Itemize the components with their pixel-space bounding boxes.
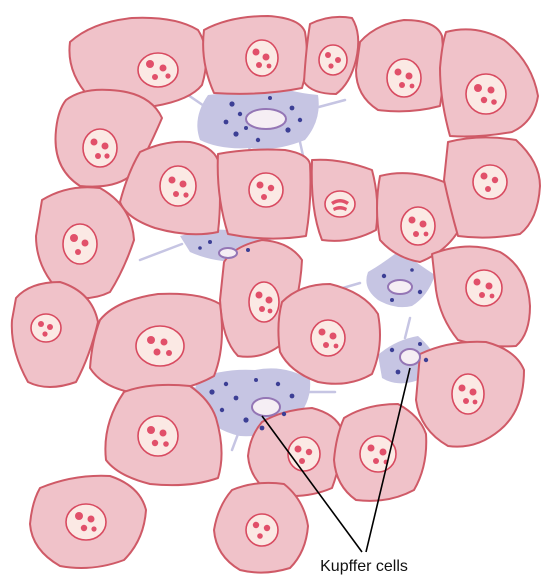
granule — [390, 348, 394, 352]
granule — [396, 370, 401, 375]
granule — [290, 106, 295, 111]
sinusoid-strand — [140, 244, 182, 260]
granule — [382, 274, 386, 278]
nucleus — [387, 59, 421, 97]
red-blood-cell — [388, 280, 412, 294]
granule — [285, 127, 290, 132]
nucleus — [31, 314, 61, 342]
granule — [298, 118, 302, 122]
nucleus — [138, 53, 178, 87]
nucleus — [66, 504, 106, 540]
granule — [224, 382, 228, 386]
sinusoid-strand — [405, 318, 410, 338]
granule — [260, 426, 265, 431]
granule — [208, 240, 212, 244]
nucleus — [83, 129, 117, 167]
granule — [424, 358, 428, 362]
nucleus — [246, 514, 278, 546]
granule — [390, 298, 394, 302]
nucleus — [466, 270, 502, 306]
nucleus — [246, 40, 278, 76]
sinusoid-strand — [232, 434, 238, 450]
red-blood-cell — [400, 349, 420, 365]
nucleus — [160, 166, 196, 206]
granule — [234, 396, 239, 401]
granule — [229, 101, 234, 106]
nucleus — [136, 326, 184, 366]
granule — [290, 394, 295, 399]
nucleus — [401, 207, 435, 245]
granule — [246, 248, 250, 252]
granule — [282, 412, 286, 416]
granule — [254, 378, 258, 382]
granule — [256, 138, 260, 142]
granule — [410, 268, 414, 272]
granule — [224, 120, 229, 125]
granule — [209, 389, 214, 394]
nucleus — [319, 45, 347, 75]
granule — [244, 126, 248, 130]
red-blood-cell — [246, 109, 286, 129]
granule — [238, 112, 242, 116]
nucleus — [466, 74, 506, 114]
granule — [268, 96, 272, 100]
nucleus — [360, 436, 396, 472]
nucleus — [325, 191, 355, 217]
red-blood-cell — [219, 248, 237, 258]
granule — [418, 290, 422, 294]
nucleus — [249, 282, 279, 322]
nucleus — [63, 224, 97, 264]
granule — [418, 342, 422, 346]
granule — [220, 408, 224, 412]
sinusoid-strand — [315, 100, 345, 108]
kupffer-cells-label: Kupffer cells — [320, 558, 408, 575]
granule — [276, 382, 280, 386]
granule — [243, 417, 248, 422]
nucleus — [311, 320, 345, 356]
granule — [198, 246, 202, 250]
nucleus — [249, 173, 283, 207]
nucleus — [288, 437, 320, 471]
nucleus — [452, 374, 484, 414]
granule — [233, 131, 238, 136]
red-blood-cell — [252, 398, 280, 416]
nucleus — [473, 165, 507, 199]
nucleus — [138, 416, 178, 456]
